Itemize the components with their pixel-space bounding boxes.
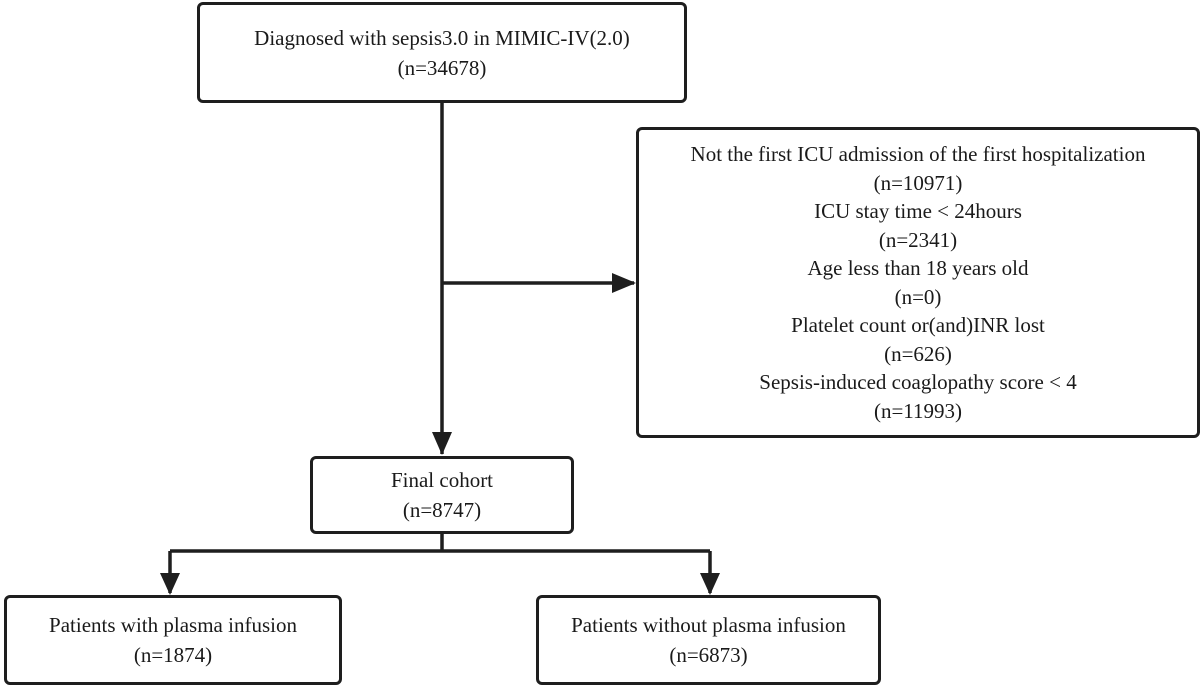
no-plasma-infusion-label: Patients without plasma infusion — [571, 613, 846, 637]
source-count: (n=34678) — [397, 55, 487, 80]
exclusion-label-age: Age less than 18 years old — [807, 256, 1029, 280]
exclusion-count-platelet-inr: (n=626) — [884, 341, 952, 366]
exclusion-count-sic-score: (n=11993) — [873, 398, 963, 423]
exclusion-count-icu-stay: (n=2341) — [878, 227, 958, 252]
plasma-infusion-count: (n=1874) — [133, 643, 213, 667]
no-plasma-infusion-box: Patients without plasma infusion (n=6873… — [536, 595, 881, 685]
exclusion-label-sic-score: Sepsis-induced coaglopathy score < 4 — [759, 370, 1077, 394]
left-arrowhead — [160, 573, 180, 595]
final-cohort-count: (n=8747) — [402, 498, 482, 522]
plasma-infusion-label: Patients with plasma infusion — [49, 613, 297, 637]
source-label: Diagnosed with sepsis3.0 in MIMIC-IV(2.0… — [254, 25, 630, 50]
exclusion-count-first-admission: (n=10971) — [873, 170, 963, 195]
exclusion-label-icu-stay: ICU stay time < 24hours — [814, 199, 1022, 223]
exclusion-label-first-admission: Not the first ICU admission of the first… — [690, 142, 1146, 166]
main-arrowhead — [432, 432, 452, 455]
exclusion-label-platelet-inr: Platelet count or(and)INR lost — [791, 313, 1045, 337]
final-cohort-box: Final cohort (n=8747) — [310, 456, 574, 534]
right-arrowhead — [700, 573, 720, 595]
source-population-box: Diagnosed with sepsis3.0 in MIMIC-IV(2.0… — [197, 2, 687, 103]
final-cohort-label: Final cohort — [390, 468, 494, 492]
exclusion-criteria-box: Not the first ICU admission of the first… — [636, 127, 1200, 438]
exclusion-arrowhead — [612, 273, 636, 293]
plasma-infusion-box: Patients with plasma infusion (n=1874) — [4, 595, 342, 685]
no-plasma-infusion-count: (n=6873) — [669, 643, 748, 667]
exclusion-count-age: (n=0) — [894, 284, 942, 309]
